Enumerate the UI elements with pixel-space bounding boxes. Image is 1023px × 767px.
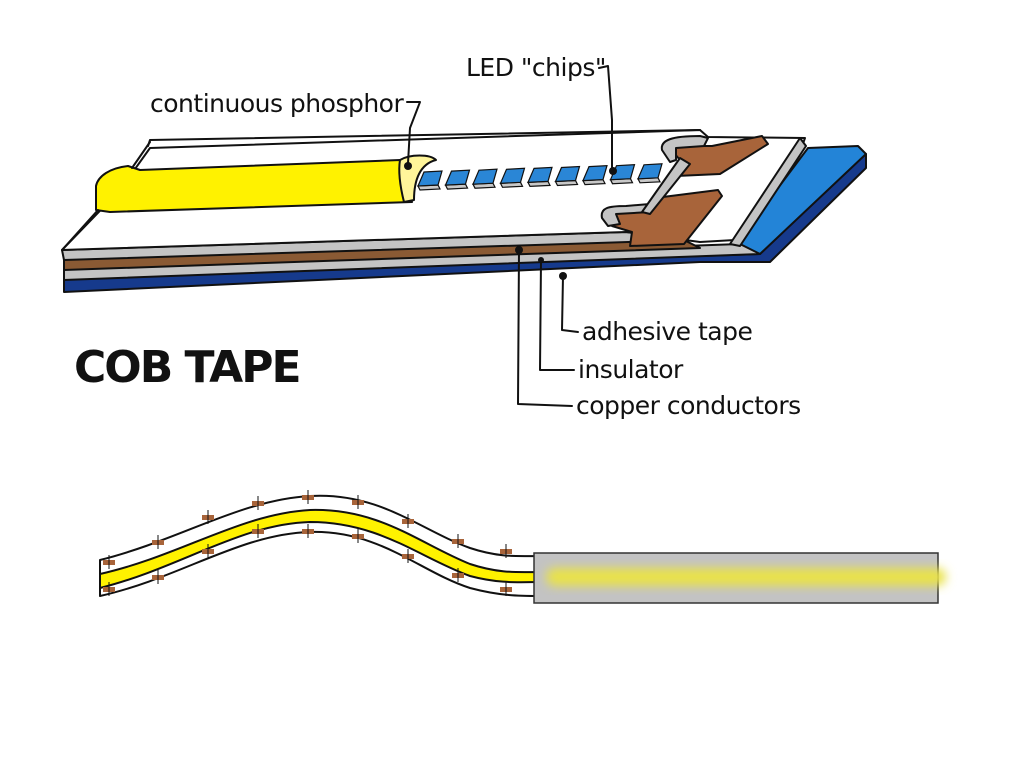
insulator-leader-dot xyxy=(538,257,544,263)
copper-leader xyxy=(517,249,573,407)
tape-cross-section xyxy=(61,129,867,293)
board-edge xyxy=(729,137,807,247)
phosphor-leader xyxy=(406,101,421,164)
diffuser-glow xyxy=(546,568,946,586)
strip-copper-pads xyxy=(103,490,512,596)
led-chip-row xyxy=(417,163,663,191)
adhesive-leader-dot xyxy=(559,272,567,280)
diagram-title: COB TAPE xyxy=(74,342,300,393)
phosphor-leader-dot xyxy=(404,162,412,170)
led-chip xyxy=(554,165,581,183)
led-chip xyxy=(444,169,471,186)
label-continuous-phosphor: continuous phosphor xyxy=(150,89,404,118)
chips-leader xyxy=(598,65,613,171)
pad-hook-lower xyxy=(600,203,651,227)
insulator-leader xyxy=(539,259,575,371)
bent-cob-strip xyxy=(99,490,541,597)
led-chip xyxy=(609,164,636,181)
board-slot xyxy=(641,157,691,215)
led-chip xyxy=(637,163,663,180)
diffuser-channel xyxy=(533,552,946,604)
adhesive-leader xyxy=(561,275,579,333)
led-chip xyxy=(499,167,526,184)
label-adhesive-tape: adhesive tape xyxy=(582,317,752,346)
led-chip xyxy=(417,170,443,187)
label-copper-conductors: copper conductors xyxy=(576,391,801,420)
led-chip xyxy=(527,166,553,184)
led-chip xyxy=(472,168,498,185)
led-chip xyxy=(582,164,608,182)
pad-hook-upper xyxy=(660,135,709,163)
label-insulator: insulator xyxy=(578,355,684,384)
leader-lines xyxy=(404,65,617,407)
board-left-edge xyxy=(61,141,151,251)
copper-leader-dot xyxy=(515,246,523,254)
chips-leader-dot xyxy=(609,167,617,175)
label-led-chips: LED "chips" xyxy=(466,53,606,82)
